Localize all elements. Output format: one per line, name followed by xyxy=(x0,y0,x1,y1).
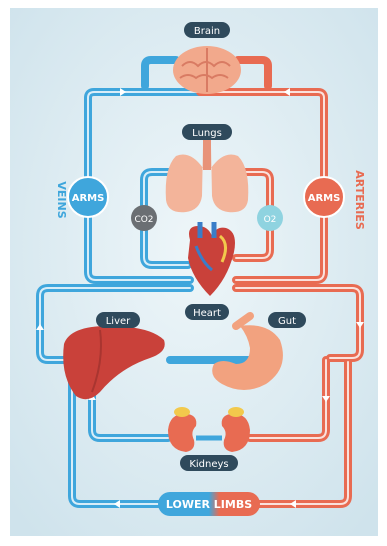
label-brain-text: Brain xyxy=(194,26,220,37)
arteries-label: ARTERIES xyxy=(353,170,366,230)
co2-badge: CO2 xyxy=(131,205,157,231)
o2-badge: O2 xyxy=(257,205,283,231)
label-liver-text: Liver xyxy=(106,316,131,327)
co2-text: CO2 xyxy=(134,215,153,225)
label-gut: Gut xyxy=(268,312,306,328)
label-heart: Heart xyxy=(185,304,229,320)
arms-left-text: ARMS xyxy=(72,193,105,204)
arms-right-text: ARMS xyxy=(308,193,341,204)
label-lungs-text: Lungs xyxy=(192,128,222,139)
label-gut-text: Gut xyxy=(278,316,296,327)
label-lower-limbs-text: LOWER LIMBS xyxy=(166,498,252,511)
arms-right-badge: ARMS xyxy=(304,177,344,217)
label-heart-text: Heart xyxy=(193,308,221,319)
label-liver: Liver xyxy=(96,312,140,328)
arms-left-badge: ARMS xyxy=(68,177,108,217)
brain-icon xyxy=(173,46,241,94)
label-brain: Brain xyxy=(184,22,230,38)
o2-text: O2 xyxy=(264,215,277,225)
label-kidneys-text: Kidneys xyxy=(189,459,228,470)
veins-label: VEINS xyxy=(55,181,68,218)
label-lungs: Lungs xyxy=(182,124,232,140)
label-lower-limbs: LOWER LIMBS xyxy=(158,492,260,516)
label-kidneys: Kidneys xyxy=(180,455,238,471)
